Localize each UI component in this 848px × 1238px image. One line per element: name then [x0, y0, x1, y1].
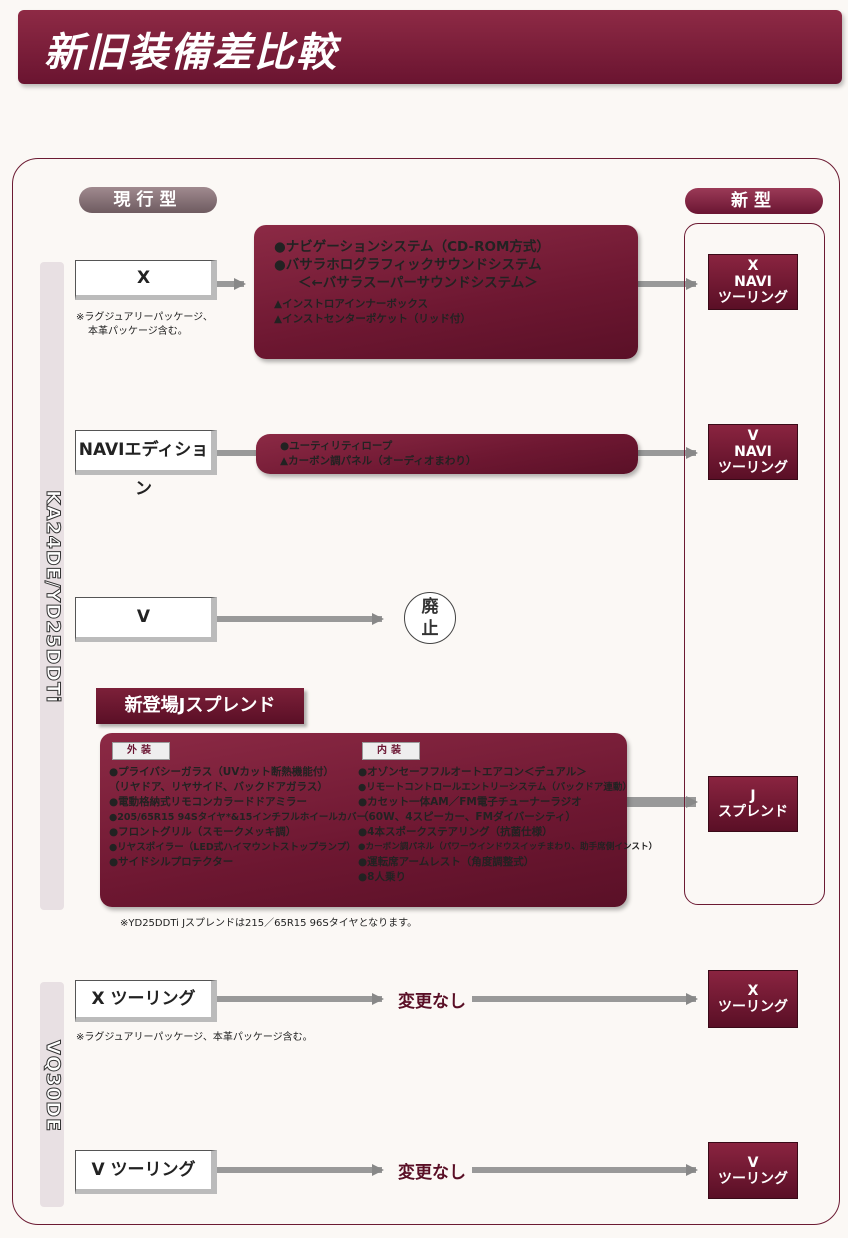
interior-features: ●オゾンセーフフルオートエアコン＜デュアル＞ ●リモートコントロールエントリーシ… — [358, 765, 657, 885]
engine-label-ka24de: KA24DE/YD25DDTi — [42, 490, 65, 705]
interior-tag: 内装 — [362, 742, 420, 760]
feature-item: ▲カーボン調パネル（オーディオまわり） — [280, 455, 477, 467]
feature-item: ▲インストロアインナーボックス — [274, 298, 429, 310]
header-banner — [18, 10, 842, 84]
old-model-x-touring: X ツーリング — [75, 980, 217, 1022]
no-change-v-touring: 変更なし — [398, 1163, 466, 1183]
new-model-x-navi-touring: X NAVI ツーリング — [708, 254, 798, 310]
current-model-label: 現行型 — [79, 187, 217, 213]
model-line: ツーリング — [718, 290, 788, 306]
j-splend-title: 新登場Jスプレンド — [96, 688, 304, 724]
x-note-line: 本革パッケージ含む。 — [88, 326, 188, 337]
j-splend-panel — [100, 733, 627, 907]
new-model-label: 新型 — [685, 188, 823, 214]
new-model-frame — [684, 223, 825, 905]
model-line: X — [747, 983, 759, 999]
stamp-char: 廃 — [421, 597, 439, 617]
feature-item: ●ユーティリティロープ — [280, 440, 393, 452]
engine-band-2 — [40, 982, 64, 1207]
feature-item: ●8人乗り — [358, 871, 406, 883]
new-model-v-navi-touring: V NAVI ツーリング — [708, 424, 798, 480]
feature-item: ●4本スポークステアリング（抗菌仕様） — [358, 826, 553, 838]
x-note: ※ラグジュアリーパッケージ、 本革パッケージ含む。 — [76, 311, 213, 339]
model-line: V — [747, 428, 759, 444]
page-title: 新旧装備差比較 — [44, 30, 338, 76]
engine-band-1 — [40, 262, 64, 910]
navi-features-panel — [256, 434, 638, 474]
stamp-char: 止 — [421, 619, 439, 639]
new-model-v-touring: V ツーリング — [708, 1142, 798, 1199]
model-line: ツーリング — [718, 460, 788, 476]
model-line: ツーリング — [718, 999, 788, 1015]
model-line: NAVI — [734, 444, 772, 460]
old-model-navi-edition: NAVIエディション — [75, 430, 217, 499]
exterior-tag: 外装 — [112, 742, 170, 760]
x-features-main: ●ナビゲーションシステム（CD-ROM方式） ●バサラホログラフィックサウンドシ… — [274, 238, 550, 292]
feature-item: ●プライバシーガラス（UVカット断熱機能付） — [109, 766, 334, 778]
feature-item: ●オゾンセーフフルオートエアコン＜デュアル＞ — [358, 766, 587, 778]
old-model-v-touring: V ツーリング — [75, 1150, 217, 1194]
model-line: J — [750, 788, 756, 804]
discontinued-stamp: 廃 止 — [404, 592, 456, 644]
feature-item: （60W、4スピーカー、FMダイバーシティ） — [358, 811, 576, 823]
feature-item: ●フロントグリル（スモークメッキ調） — [109, 826, 297, 838]
new-model-x-touring: X ツーリング — [708, 970, 798, 1028]
model-line: X — [747, 258, 759, 274]
feature-item: ●カセット一体AM／FM電子チューナーラジオ — [358, 796, 582, 808]
model-line: NAVI — [734, 274, 772, 290]
feature-item: ●リモートコントロールエントリーシステム（バックドア連動） — [358, 782, 632, 793]
feature-item: ●サイドシルプロテクター — [109, 856, 234, 868]
navi-features: ●ユーティリティロープ ▲カーボン調パネル（オーディオまわり） — [280, 439, 476, 469]
x-features-sub: ▲インストロアインナーボックス ▲インストセンターポケット（リッド付） — [274, 297, 471, 327]
feature-item: ●電動格納式リモコンカラードドアミラー — [109, 796, 307, 808]
feature-item: ●リヤスポイラー（LED式ハイマウントストップランプ） — [109, 842, 356, 853]
feature-item: ●バサラホログラフィックサウンドシステム — [274, 257, 542, 273]
feature-item: ▲インストセンターポケット（リッド付） — [274, 313, 471, 325]
feature-item: ＜←バサラスーパーサウンドシステム＞ — [298, 275, 538, 291]
model-line: ツーリング — [718, 1170, 788, 1187]
feature-item: ●205/65R15 94Sタイヤ*&15インチフルホイールカバー — [109, 812, 367, 823]
model-line: V — [747, 1154, 759, 1171]
x-touring-note: ※ラグジュアリーパッケージ、本革パッケージ含む。 — [76, 1032, 313, 1043]
old-model-x: X — [75, 260, 217, 300]
feature-item: （リヤドア、リヤサイド、バックドアガラス） — [109, 781, 328, 793]
engine-label-vq30de: VQ30DE — [42, 1039, 65, 1133]
exterior-features: ●プライバシーガラス（UVカット断熱機能付） （リヤドア、リヤサイド、バックドア… — [109, 765, 366, 870]
feature-item: ●運転席アームレスト（角度調整式） — [358, 856, 535, 868]
model-line: スプレンド — [718, 804, 788, 820]
new-model-j-splend: J スプレンド — [708, 776, 798, 832]
j-splend-footnote: ※YD25DDTi Jスプレンドは215／65R15 96Sタイヤとなります。 — [120, 918, 418, 929]
x-note-line: ※ラグジュアリーパッケージ、 — [76, 312, 213, 323]
feature-item: ●ナビゲーションシステム（CD-ROM方式） — [274, 239, 550, 255]
old-model-v: V — [75, 597, 217, 642]
no-change-x-touring: 変更なし — [398, 992, 466, 1012]
x-features-panel — [254, 225, 638, 359]
feature-item: ●カーボン調パネル（パワーウインドウスイッチまわり、助手席側インスト） — [358, 842, 658, 852]
